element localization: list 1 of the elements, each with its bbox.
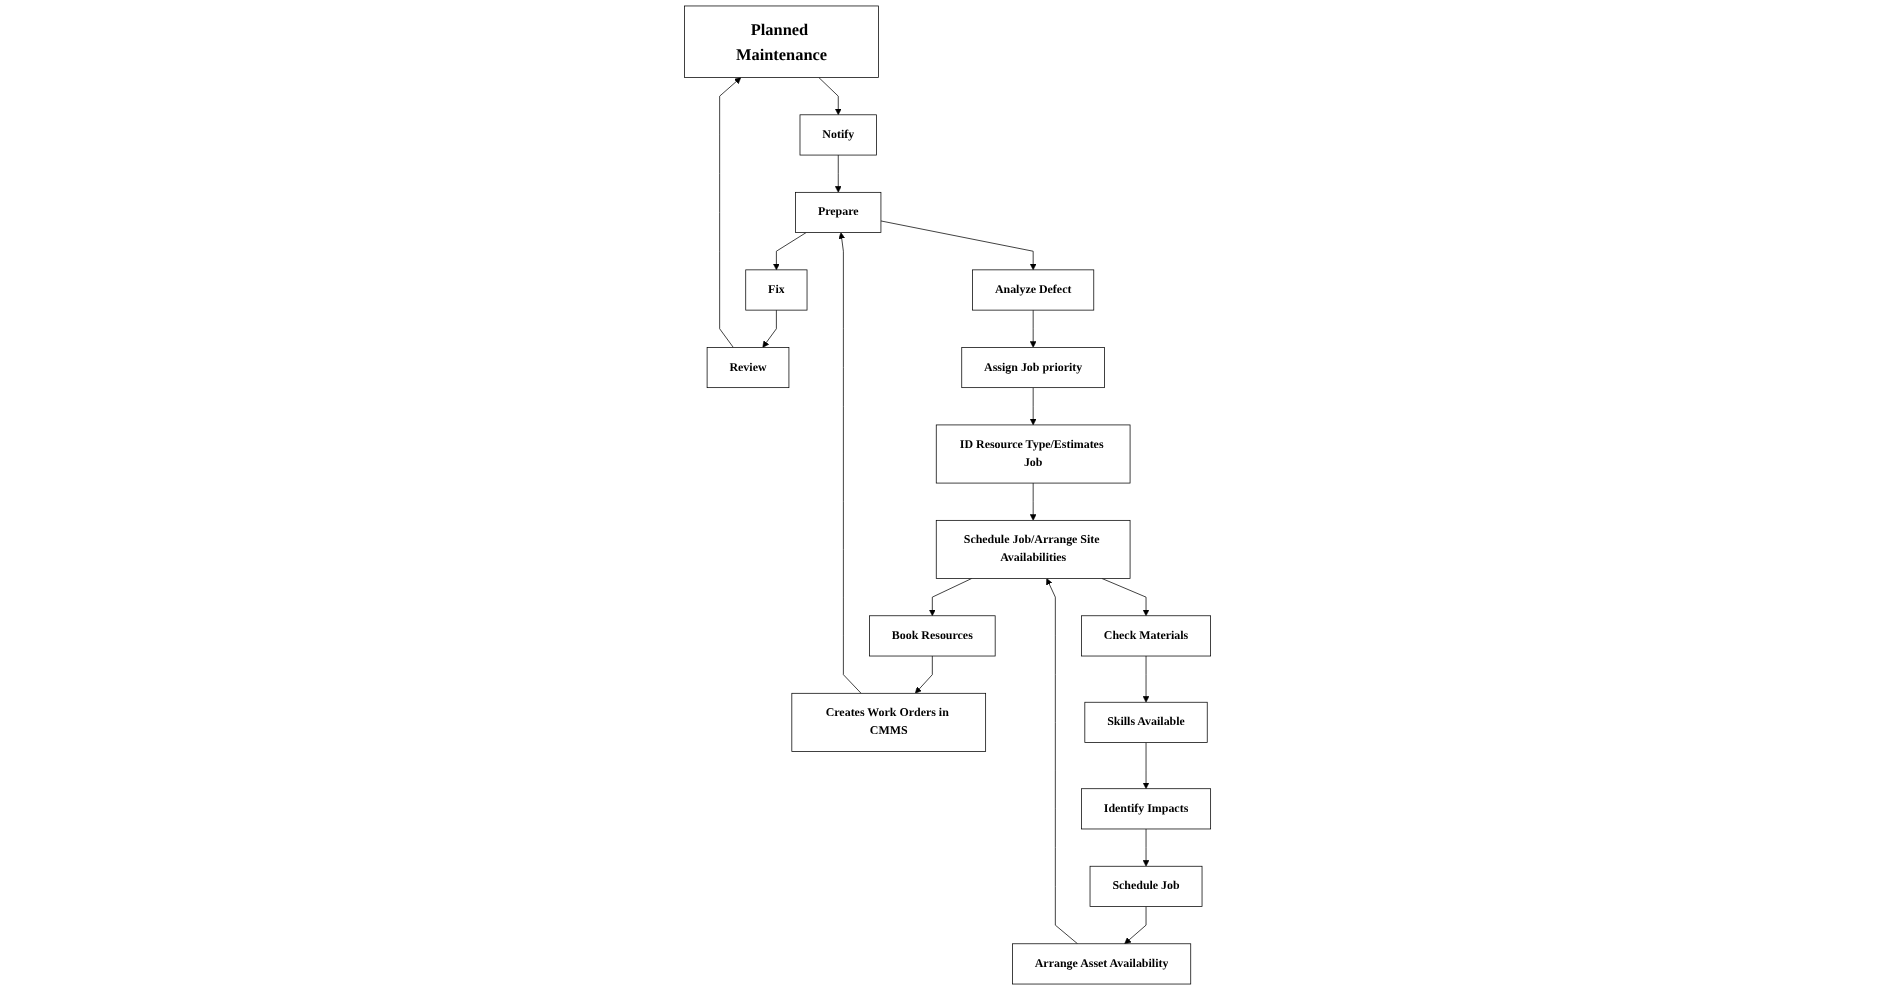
node-box: Planned Maintenance: [683, 5, 879, 78]
